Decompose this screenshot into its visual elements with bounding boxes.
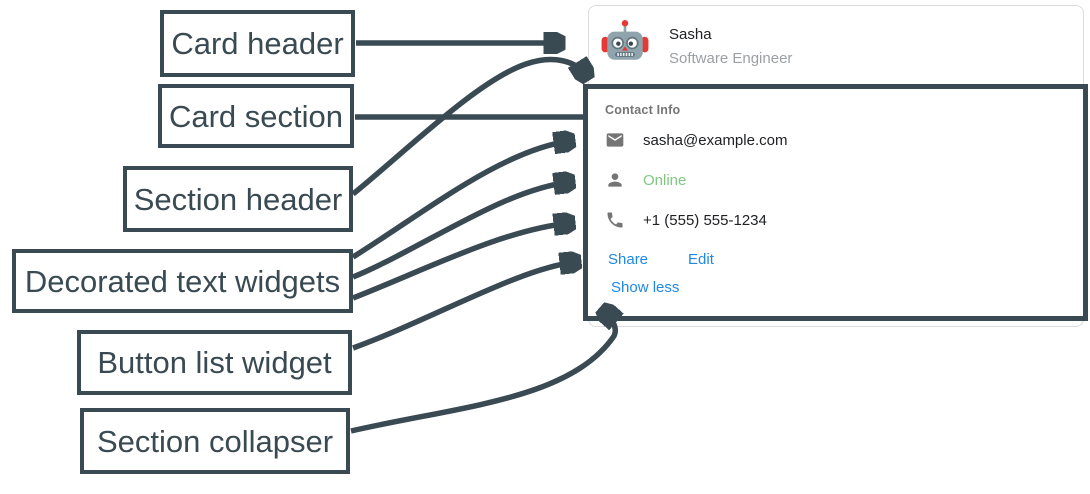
section-header-title: Contact Info	[605, 103, 681, 117]
email-text: sasha@example.com	[643, 131, 788, 149]
decorated-text-email: sasha@example.com	[605, 130, 787, 150]
label-text: Section header	[133, 181, 343, 217]
arrow-decorated-text-1	[351, 141, 570, 260]
card-header-subtitle: Software Engineer	[669, 50, 793, 67]
phone-text: +1 (555) 555-1234	[643, 211, 767, 229]
email-icon	[606, 133, 624, 147]
label-text: Button list widget	[97, 345, 332, 380]
label-text: Decorated text widgets	[24, 263, 341, 299]
arrow-button-list	[352, 262, 576, 351]
label-section-header: Section header	[123, 166, 353, 232]
button-list: Share Edit	[608, 251, 714, 268]
arrow-decorated-text-3	[352, 223, 570, 301]
phone-icon	[607, 212, 623, 228]
decorated-text-phone: +1 (555) 555-1234	[605, 210, 767, 230]
label-text: Section collapser	[96, 423, 334, 459]
person-icon	[608, 173, 622, 187]
card-header-name: Sasha	[669, 26, 712, 43]
section-collapser-button[interactable]: Show less	[611, 279, 680, 296]
label-card-header: Card header	[160, 10, 355, 77]
arrow-decorated-text-2	[351, 182, 570, 280]
arrow-section-collapser	[350, 311, 615, 434]
decorated-text-status: Online	[605, 170, 686, 190]
label-button-list-widget: Button list widget	[77, 330, 352, 395]
label-card-section: Card section	[158, 84, 354, 148]
label-text: Card header	[171, 26, 344, 61]
status-text: Online	[643, 171, 687, 189]
label-text: Card section	[168, 98, 344, 134]
arrow-section-header	[351, 60, 586, 197]
robot-avatar-icon	[601, 20, 649, 60]
edit-button[interactable]: Edit	[688, 251, 714, 268]
card-section: Contact Info sasha@example.com Online +1…	[583, 84, 1088, 321]
label-section-collapser: Section collapser	[80, 408, 350, 474]
share-button[interactable]: Share	[608, 251, 649, 268]
label-decorated-text-widgets: Decorated text widgets	[12, 249, 353, 313]
